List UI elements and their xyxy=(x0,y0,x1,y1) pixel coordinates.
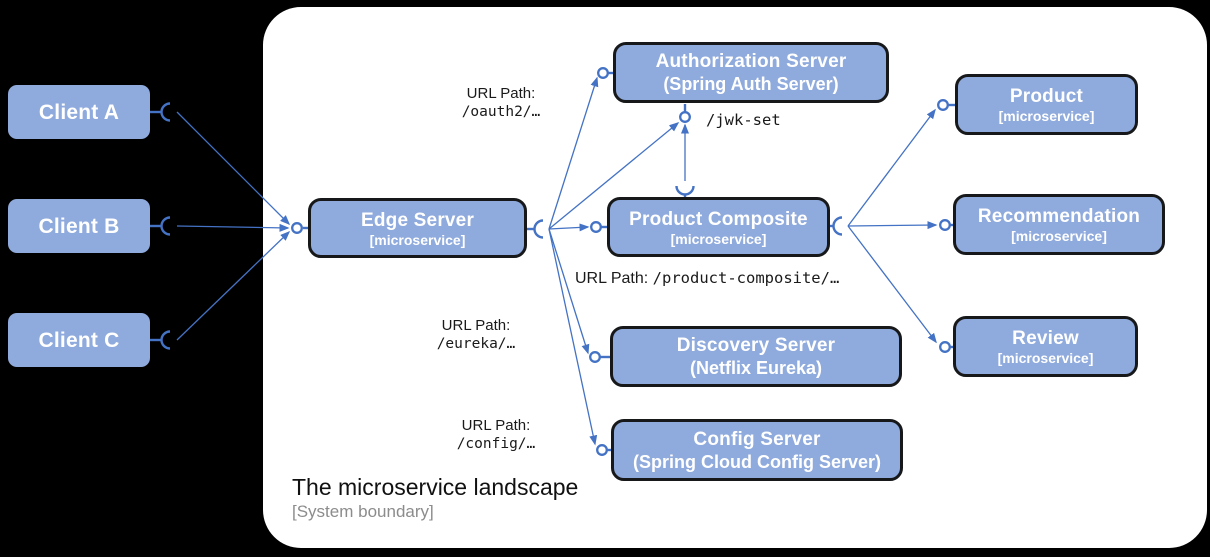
node-client-b: Client B xyxy=(8,199,150,253)
url-path-prefix: URL Path: xyxy=(575,270,649,287)
node-discovery-server: Discovery Server (Netflix Eureka) xyxy=(610,326,902,387)
node-label: Client C xyxy=(38,328,120,352)
node-subtitle: [microservice] xyxy=(369,231,466,248)
diagram-caption: The microservice landscape [System bound… xyxy=(292,474,578,523)
node-label: Client B xyxy=(38,214,120,238)
node-subtitle: (Netflix Eureka) xyxy=(689,358,823,378)
node-title: Config Server xyxy=(693,428,821,450)
node-config-server: Config Server (Spring Cloud Config Serve… xyxy=(611,419,903,481)
node-label: Client A xyxy=(38,100,120,124)
url-path-value: /product-composite/… xyxy=(652,269,840,287)
node-title: Edge Server xyxy=(360,209,475,231)
node-authorization-server: Authorization Server (Spring Auth Server… xyxy=(613,42,889,103)
client-a-socket-icon xyxy=(160,102,171,122)
url-path-label-jwkset: /jwk-set xyxy=(706,111,781,129)
url-path-label-product-composite: URL Path: /product-composite/… xyxy=(575,269,839,288)
node-title: Discovery Server xyxy=(676,335,836,356)
node-title: Review xyxy=(1012,328,1079,349)
node-review: Review [microservice] xyxy=(953,316,1138,377)
node-subtitle: [microservice] xyxy=(998,108,1095,124)
url-path-value: /config/… xyxy=(456,436,536,452)
url-path-label-oauth2: URL Path: /oauth2/… xyxy=(444,84,558,122)
node-subtitle: [microservice] xyxy=(1011,228,1107,244)
diagram-title: The microservice landscape xyxy=(292,474,579,500)
node-edge-server: Edge Server [microservice] xyxy=(308,198,527,258)
node-subtitle: [microservice] xyxy=(670,230,767,247)
client-b-socket-icon xyxy=(160,216,171,236)
diagram-subtitle: [System boundary] xyxy=(292,502,434,521)
url-path-value: /eureka/… xyxy=(436,336,516,352)
node-title: Recommendation xyxy=(977,206,1141,227)
client-c-socket-icon xyxy=(160,330,171,350)
node-title: Authorization Server xyxy=(655,51,847,72)
url-path-prefix: URL Path: xyxy=(466,85,536,102)
node-recommendation: Recommendation [microservice] xyxy=(953,194,1165,255)
url-path-prefix: URL Path: xyxy=(441,317,511,334)
node-subtitle: (Spring Auth Server) xyxy=(663,74,839,94)
node-subtitle: (Spring Cloud Config Server) xyxy=(632,451,881,472)
url-path-prefix: URL Path: xyxy=(461,417,531,434)
node-title: Product xyxy=(1009,86,1084,107)
url-path-label-config: URL Path: /config/… xyxy=(442,416,550,454)
node-client-c: Client C xyxy=(8,313,150,367)
node-product-composite: Product Composite [microservice] xyxy=(607,197,830,257)
node-product: Product [microservice] xyxy=(955,74,1138,135)
node-client-a: Client A xyxy=(8,85,150,139)
node-title: Product Composite xyxy=(629,208,808,230)
url-path-label-eureka: URL Path: /eureka/… xyxy=(422,316,530,354)
node-subtitle: [microservice] xyxy=(997,350,1094,366)
url-path-value: /oauth2/… xyxy=(461,104,541,120)
